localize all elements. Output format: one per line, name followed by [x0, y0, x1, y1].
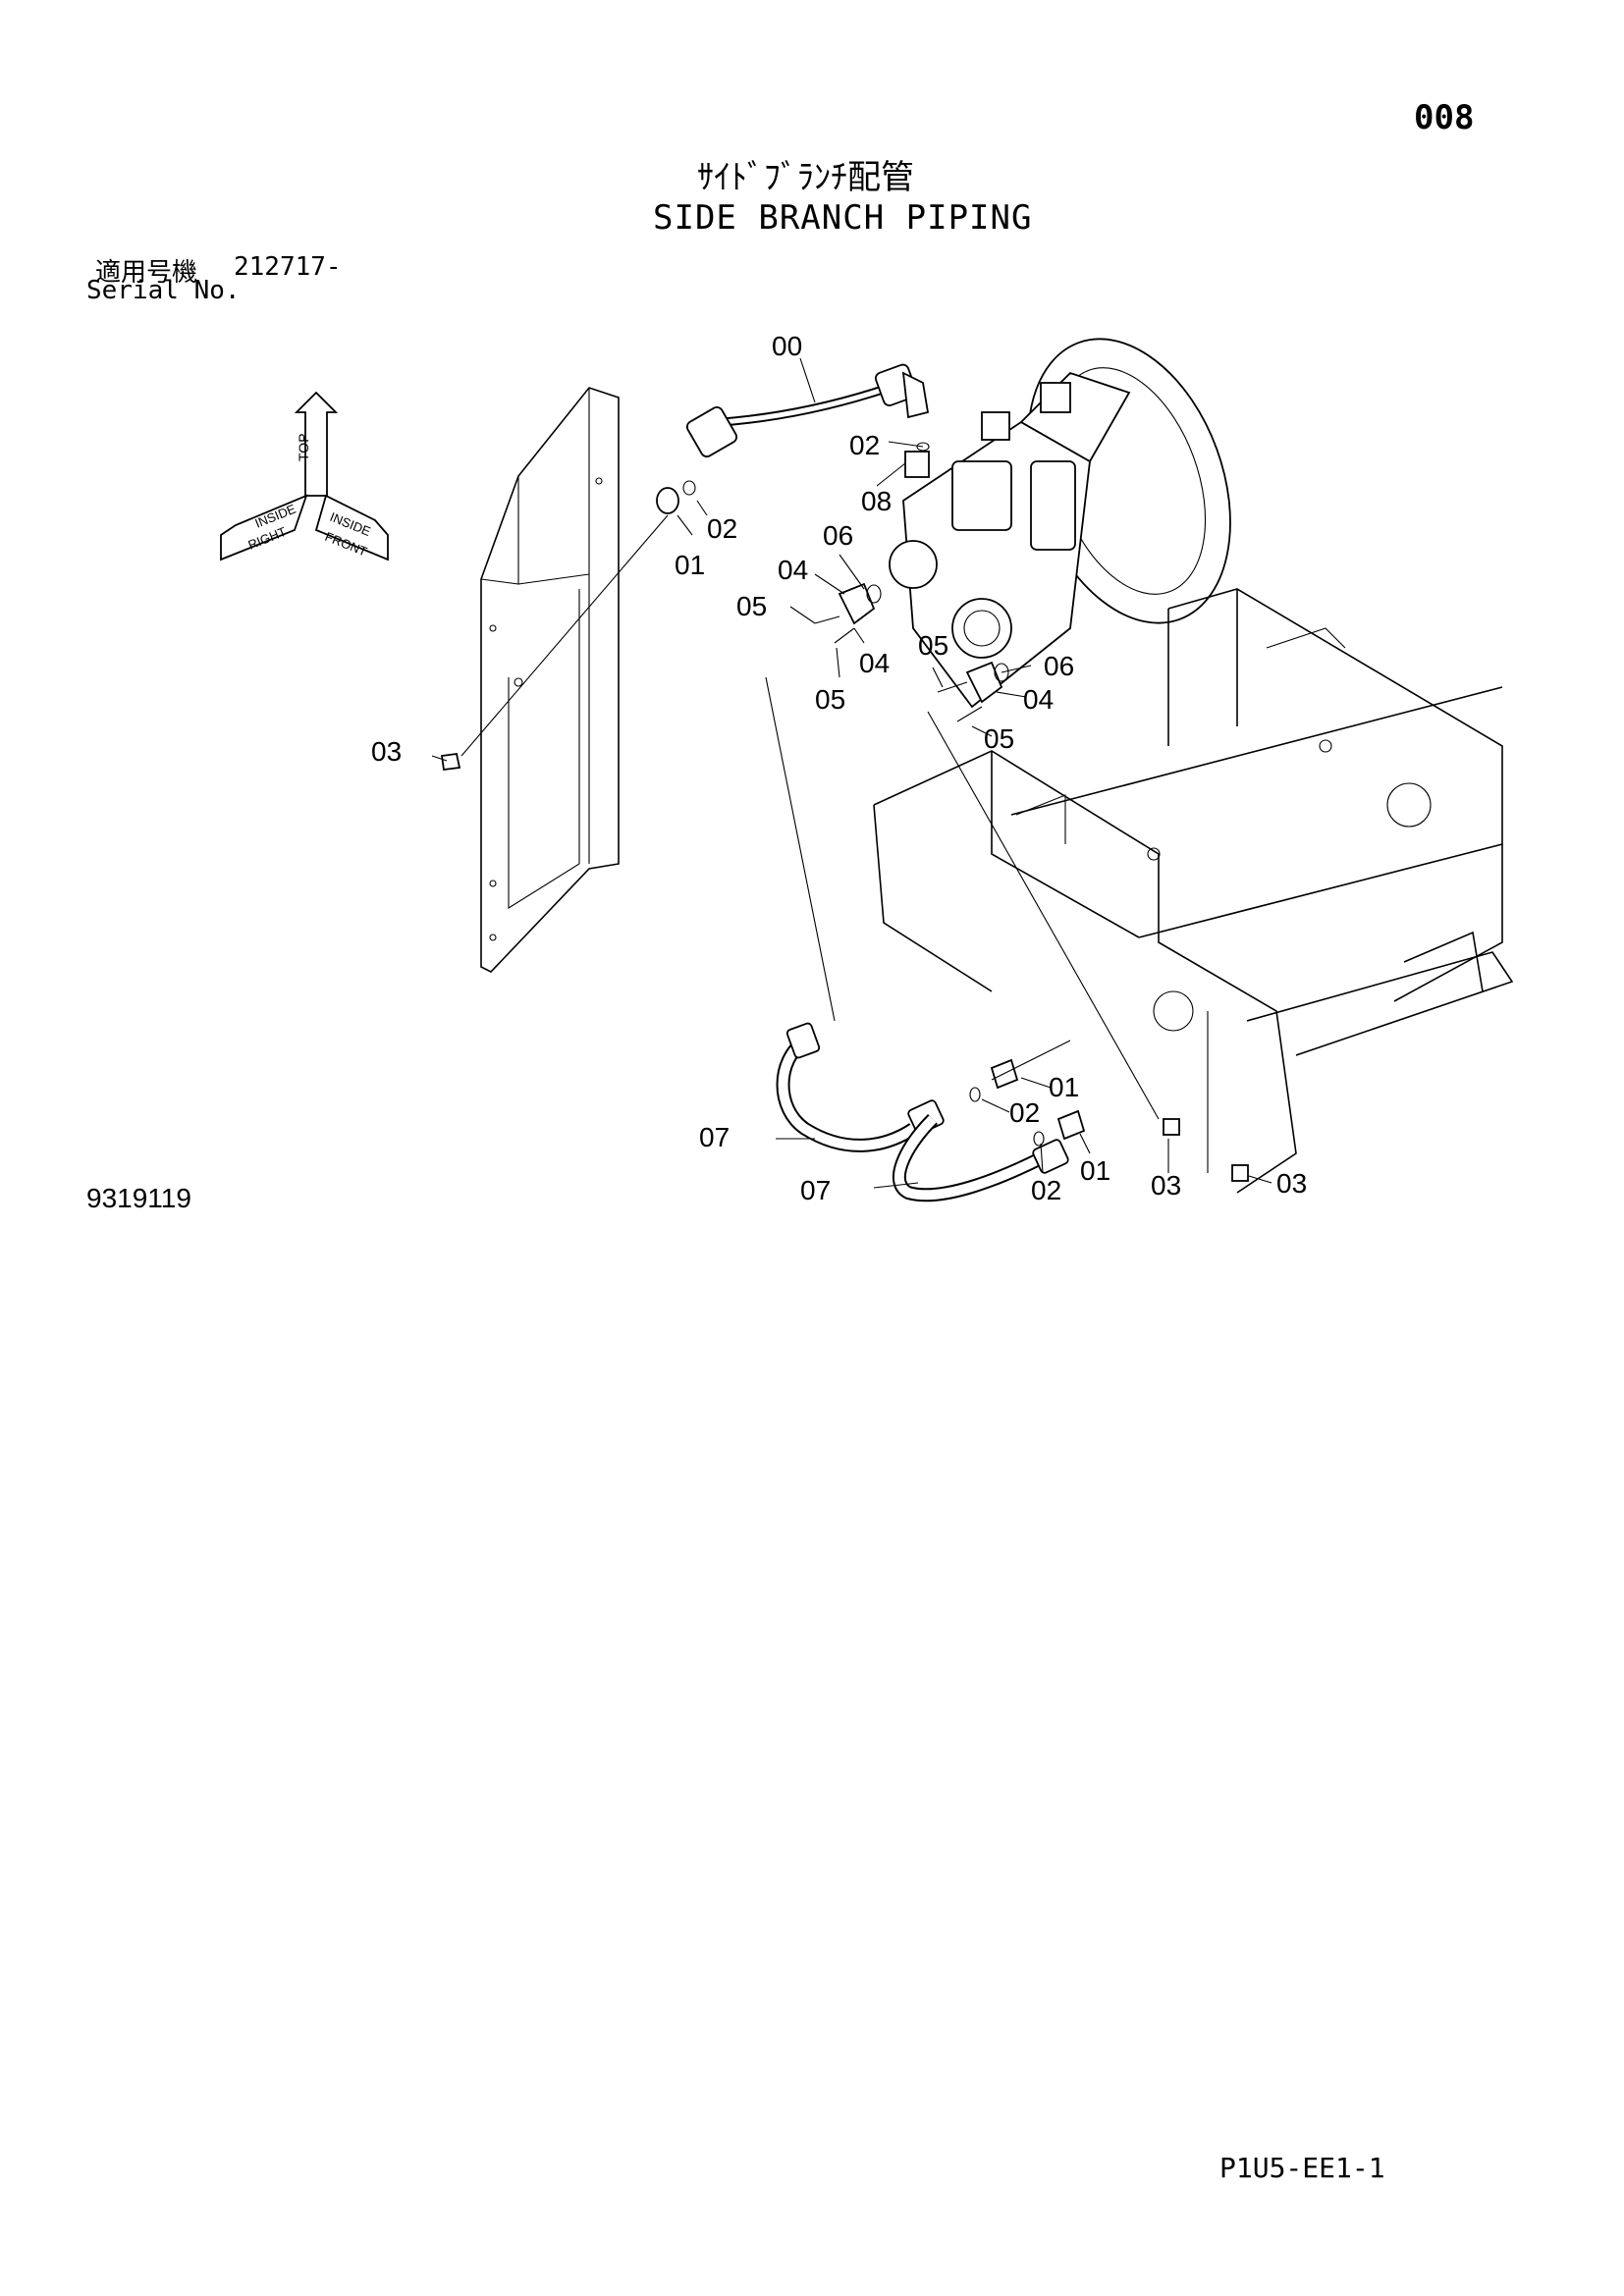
callout-05-b: 05	[815, 684, 845, 715]
callout-01-c: 01	[1080, 1155, 1110, 1186]
title-japanese: ｻｲﾄﾞﾌﾞﾗﾝﾁ配管	[697, 158, 914, 197]
pump-fittings	[440, 442, 1009, 772]
callout-03-c: 03	[1276, 1168, 1307, 1199]
figure-number: 9319119	[86, 1183, 191, 1213]
adapter-01-b	[1056, 1109, 1086, 1141]
bolt-03-b	[1163, 1118, 1180, 1136]
callout-06-b: 06	[1044, 651, 1074, 681]
part-08	[904, 451, 930, 478]
callout-04-b: 04	[859, 648, 890, 678]
callout-labels: 00 02 08 02 01 06 04 05 04 05 05 06 04 0…	[371, 331, 1307, 1205]
serial-label-english: Serial No.	[86, 276, 241, 305]
callout-04-a: 04	[778, 555, 808, 585]
callout-02-a: 02	[707, 513, 737, 544]
callout-08: 08	[861, 486, 892, 516]
orientation-top: TOP	[296, 433, 311, 461]
arrow-right	[220, 494, 308, 561]
arrow-top	[294, 391, 339, 497]
orientation-indicator: TOP RIGHT INSIDE INSIDE FRONT	[220, 391, 389, 561]
callout-02-b: 02	[1009, 1097, 1040, 1128]
callout-02-top: 02	[849, 430, 880, 460]
upper-hose-assembly	[685, 363, 930, 458]
lower-hoses	[776, 1022, 1249, 1202]
callout-00: 00	[772, 331, 802, 361]
callout-01-a: 01	[675, 550, 705, 580]
title-english: SIDE BRANCH PIPING	[653, 198, 1033, 238]
callout-05-c: 05	[918, 630, 948, 661]
callout-03-left: 03	[371, 736, 402, 767]
callout-05-d: 05	[984, 723, 1014, 754]
bolt-03-left	[440, 752, 461, 772]
bolt-03-c	[1231, 1164, 1249, 1182]
callout-01-b: 01	[1049, 1072, 1079, 1102]
callout-07-a: 07	[699, 1122, 730, 1152]
part-01-top	[656, 487, 679, 514]
page-code: P1U5-EE1-1	[1219, 2152, 1385, 2184]
side-cover-panel	[480, 387, 620, 973]
callout-05-a: 05	[736, 591, 767, 621]
flange-04-b	[965, 661, 1003, 704]
callout-03-b: 03	[1151, 1170, 1181, 1201]
hydraulic-pump	[889, 338, 1231, 709]
serial-label-japanese: 適用号機	[95, 258, 198, 288]
callout-06-a: 06	[823, 520, 853, 551]
flange-04-a	[838, 582, 876, 625]
machine-frame	[873, 588, 1514, 1194]
arrow-front	[314, 494, 389, 561]
callout-02-c: 02	[1031, 1175, 1061, 1205]
callout-07-b: 07	[800, 1175, 831, 1205]
leader-lines	[431, 357, 1272, 1189]
serial-value: 212717-	[234, 252, 342, 282]
page-number: 008	[1414, 98, 1475, 137]
callout-04-c: 04	[1023, 684, 1054, 715]
